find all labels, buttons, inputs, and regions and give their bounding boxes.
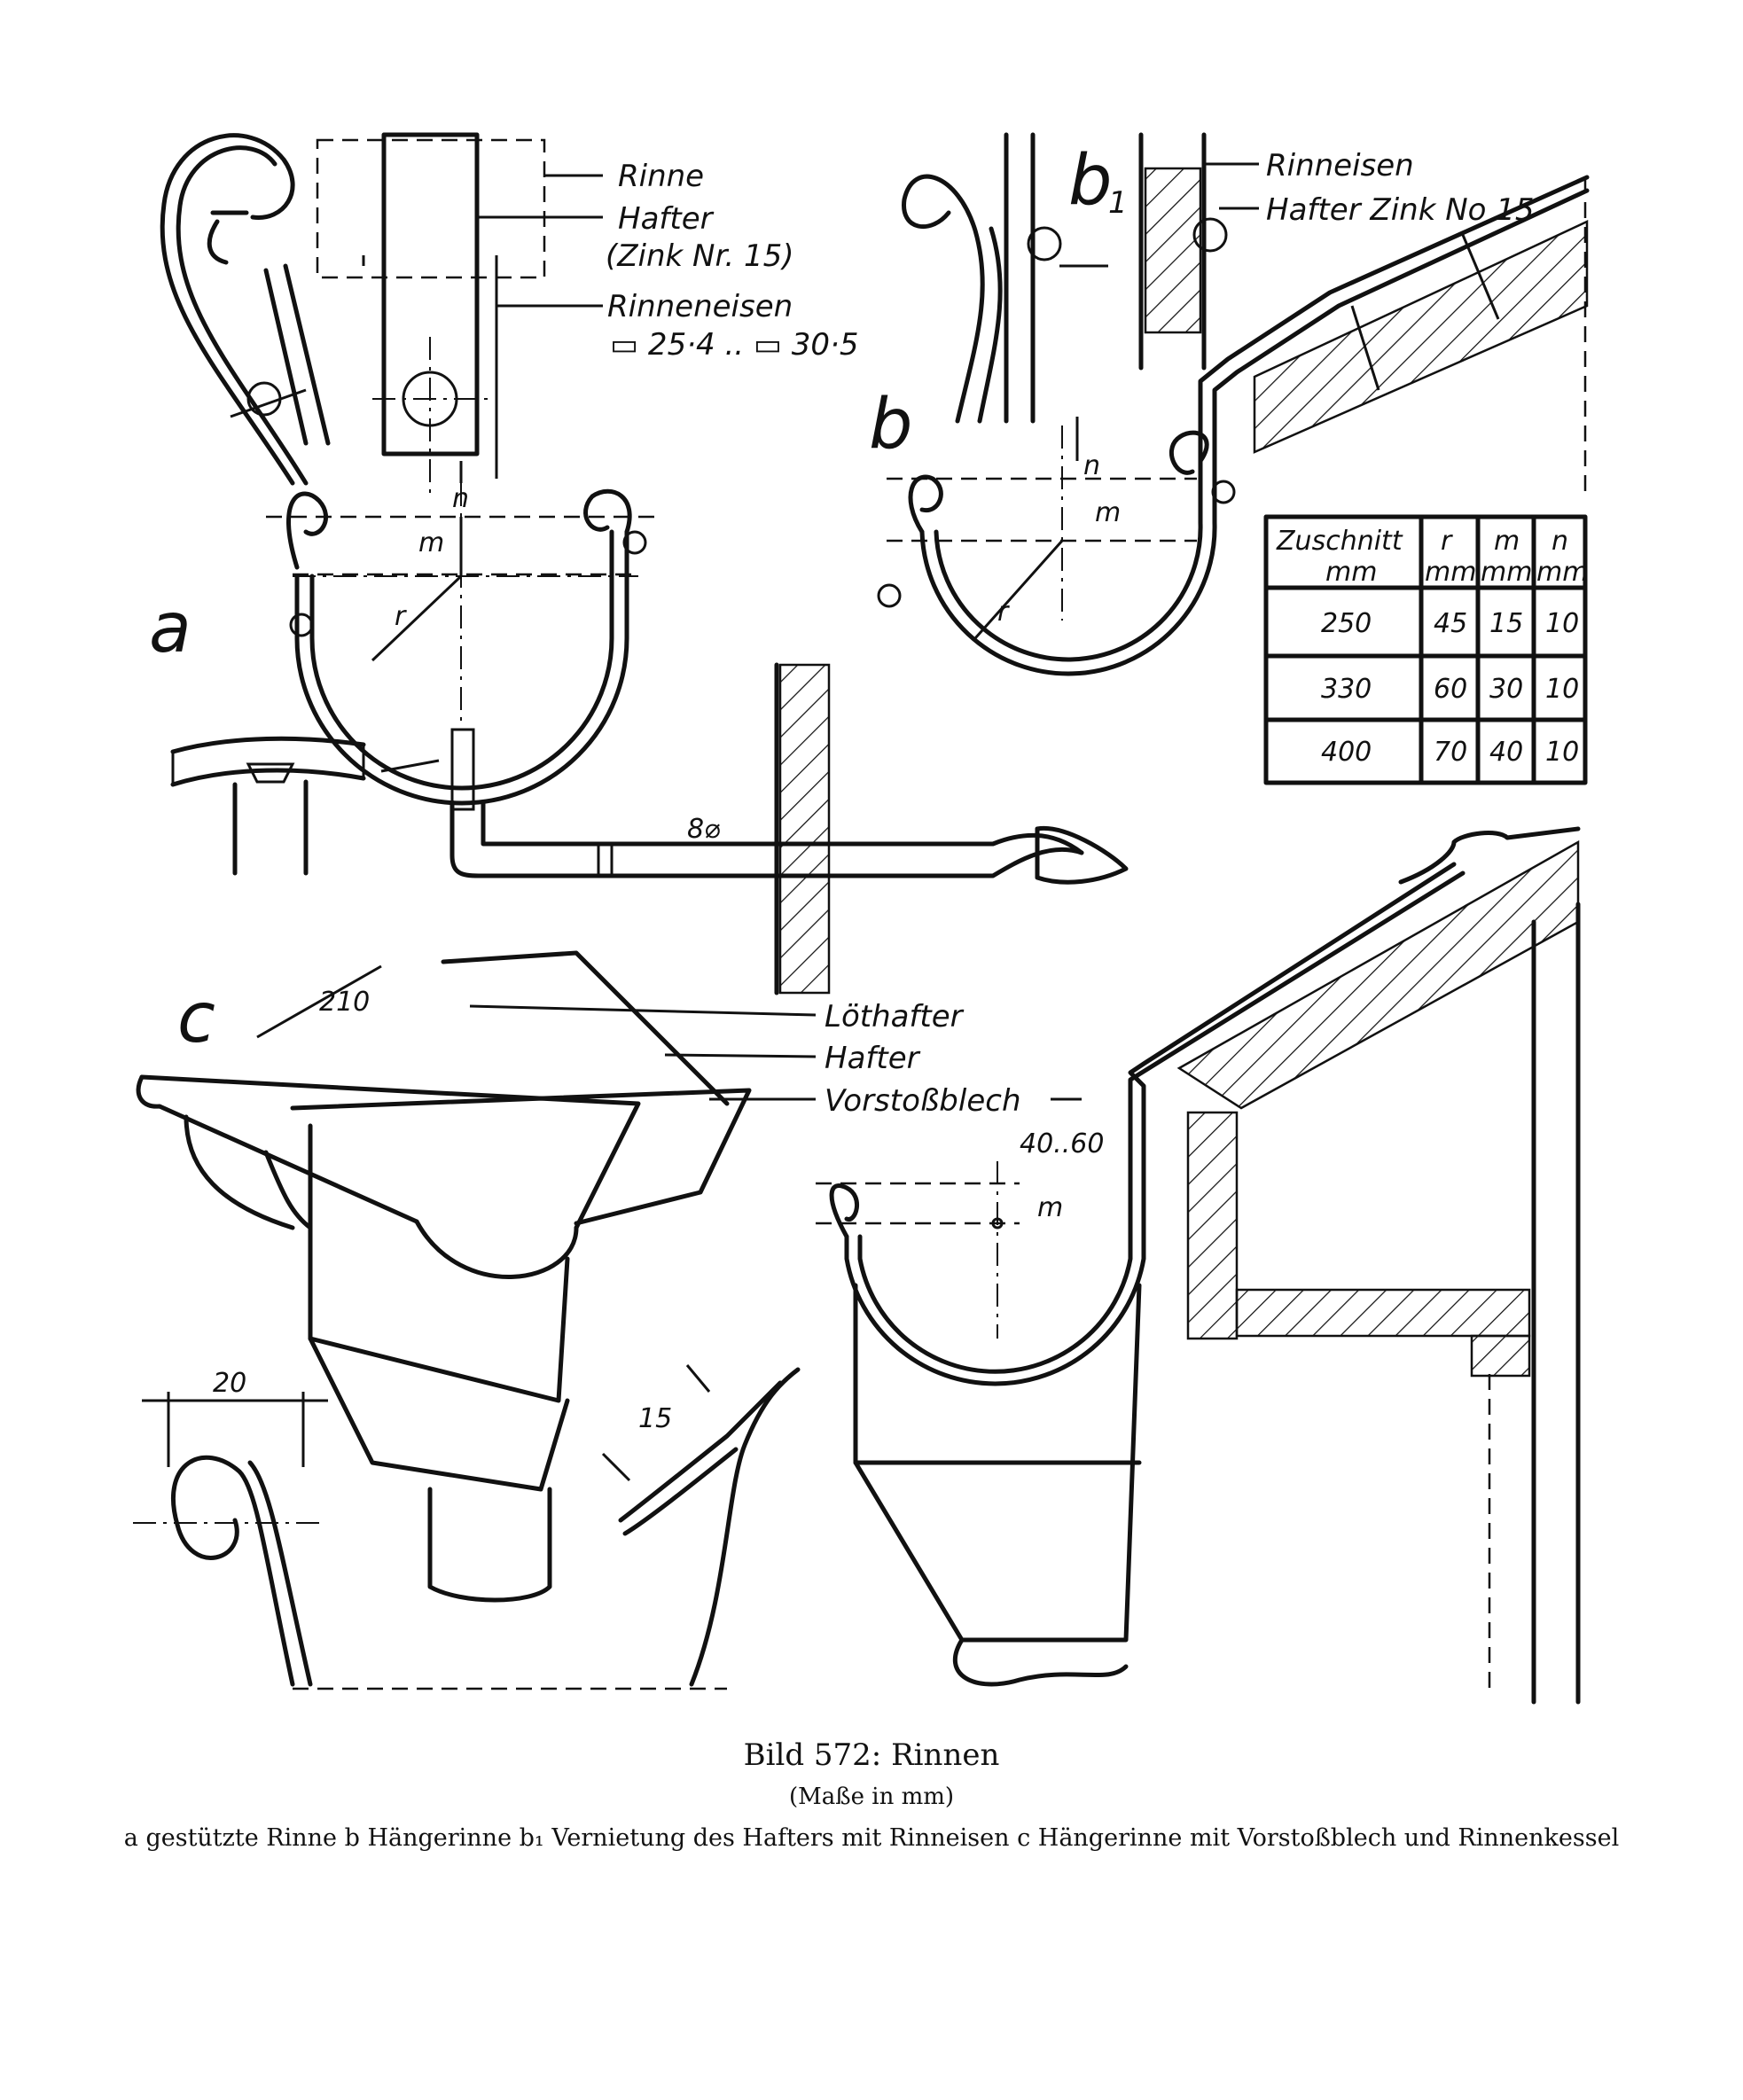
dim-r-a: r bbox=[395, 601, 407, 632]
caption-legend: a gestützte Rinne b Hängerinne b₁ Vernie… bbox=[123, 1824, 1620, 1852]
detail-c-bead-20 bbox=[133, 1392, 727, 1690]
label-c: c bbox=[177, 979, 215, 1058]
table-cell: 45 bbox=[1434, 608, 1467, 639]
gutter-c-perspective bbox=[136, 950, 817, 1603]
dim-n-a: n bbox=[452, 483, 469, 514]
label-a: a bbox=[149, 589, 191, 668]
caption-subtitle: (Maße in mm) bbox=[788, 1784, 955, 1810]
table-cell: 30 bbox=[1489, 674, 1523, 705]
dim-m-c: m bbox=[1037, 1192, 1063, 1223]
dim-40-60: 40..60 bbox=[1020, 1128, 1104, 1159]
gutter-a-section bbox=[266, 461, 656, 811]
table-header-3-bottom: mm bbox=[1536, 557, 1588, 588]
detail-a-bracket-closeup bbox=[160, 133, 331, 486]
dimension-table bbox=[1263, 514, 1588, 785]
gutter-b-section bbox=[877, 175, 1590, 676]
detail-a-inset bbox=[170, 736, 440, 876]
label-b1: b bbox=[1068, 141, 1113, 221]
label-rinneneisen-sizes: ▭ 25·4 .. ▭ 30·5 bbox=[610, 327, 859, 363]
label-hafter-a: Hafter bbox=[618, 201, 715, 237]
dim-r-b: r bbox=[997, 597, 1010, 628]
detail-b1-rivet bbox=[902, 132, 1259, 424]
label-zink-a: (Zink Nr. 15) bbox=[606, 238, 793, 274]
table-header-2-bottom: mm bbox=[1481, 557, 1532, 588]
table-cell: 40 bbox=[1489, 737, 1523, 768]
label-rinne: Rinne bbox=[618, 159, 704, 194]
table-cell: 15 bbox=[1489, 608, 1523, 639]
roof-c-hatched-and-wall bbox=[1176, 826, 1581, 1705]
table-header-1-top: r bbox=[1441, 526, 1453, 557]
dim-n-b: n bbox=[1083, 450, 1100, 481]
label-hafter-zink-b1: Hafter Zink No 15 bbox=[1266, 192, 1535, 228]
gutter-c-hanging-section bbox=[816, 862, 1466, 1687]
detail-c-fold-15 bbox=[601, 1364, 801, 1687]
table-header-0-bottom: mm bbox=[1325, 557, 1377, 588]
bracket-rod-and-wall bbox=[449, 662, 1129, 995]
label-b: b bbox=[869, 385, 913, 464]
table-header-0-top: Zuschnitt bbox=[1276, 526, 1403, 557]
table-cell: 60 bbox=[1434, 674, 1467, 705]
table-cell: 10 bbox=[1545, 737, 1579, 768]
table-cell: 400 bbox=[1321, 737, 1372, 768]
table-cell: 330 bbox=[1321, 674, 1372, 705]
table-cell: 70 bbox=[1434, 737, 1467, 768]
label-hafter-c: Hafter bbox=[825, 1041, 921, 1076]
label-b1-sub: 1 bbox=[1108, 185, 1128, 221]
dim-m-a: m bbox=[418, 527, 444, 558]
table-header-3-top: n bbox=[1552, 526, 1568, 557]
dim-m-b: m bbox=[1095, 497, 1121, 528]
dim-15: 15 bbox=[638, 1403, 672, 1434]
roof-b-hatched-rafter bbox=[1253, 177, 1589, 496]
dim-rod: 8⌀ bbox=[687, 814, 720, 845]
table-header-1-bottom: mm bbox=[1425, 557, 1476, 588]
table-header-2-top: m bbox=[1494, 526, 1520, 557]
label-rinneneisen: Rinneneisen bbox=[607, 289, 793, 324]
table-cell: 10 bbox=[1545, 674, 1579, 705]
label-rinneisen: Rinneisen bbox=[1266, 148, 1414, 183]
table-cell: 250 bbox=[1321, 608, 1372, 639]
detail-a-hafter-elevation bbox=[316, 132, 603, 496]
dim-210: 210 bbox=[319, 987, 370, 1018]
caption-title: Bild 572: Rinnen bbox=[743, 1737, 1000, 1773]
table-cell: 10 bbox=[1545, 608, 1579, 639]
label-loethafter: Löthafter bbox=[825, 999, 965, 1034]
label-vorstossblech: Vorstoßblech bbox=[825, 1083, 1021, 1119]
dim-20: 20 bbox=[213, 1368, 246, 1399]
